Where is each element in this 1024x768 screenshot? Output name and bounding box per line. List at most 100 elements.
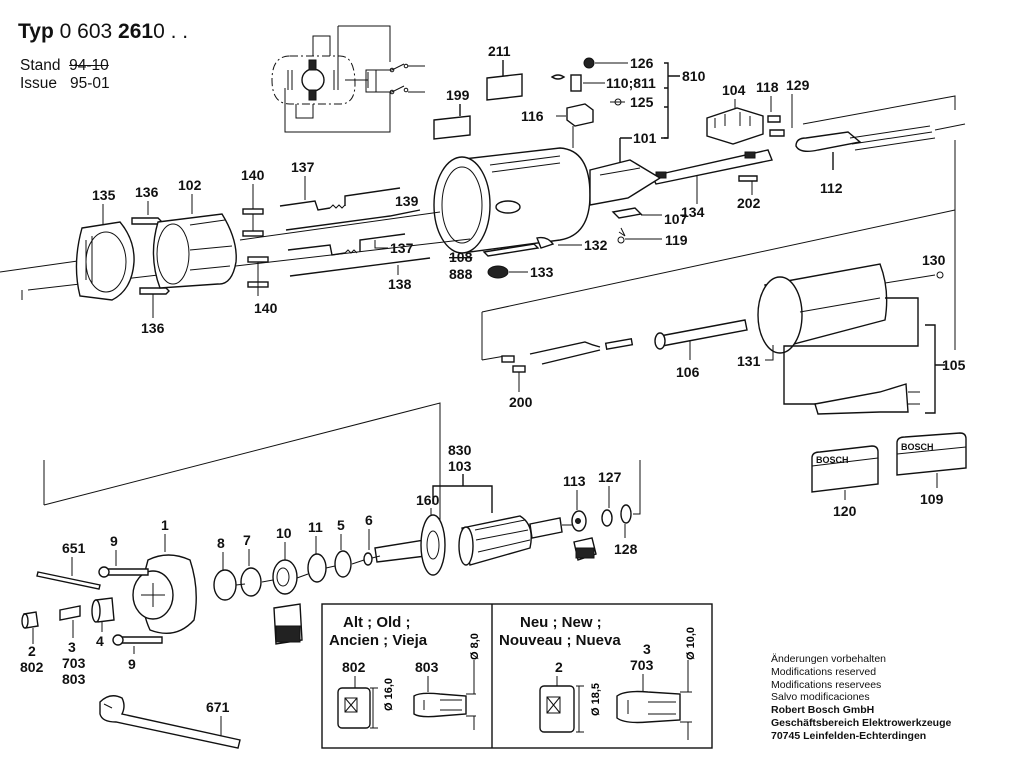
new-collet-part-line2: 703 — [630, 657, 654, 673]
part-number-810: 810 — [682, 68, 706, 84]
part-number-7: 7 — [243, 532, 251, 548]
part-number-125: 125 — [630, 94, 654, 110]
old-title-line2: Ancien ; Vieja — [329, 632, 428, 649]
part-number-129: 129 — [786, 77, 810, 93]
part-number-9-bottom: 9 — [128, 656, 136, 672]
part-number-211: 211 — [488, 43, 511, 59]
collet-comparison-box: Alt ; Old ; Ancien ; Vieja 802 803 Ø 16,… — [321, 603, 713, 749]
wiring-schematic — [271, 25, 425, 133]
footer-line-fr: Modifications reservees — [771, 678, 882, 691]
new-collet-part-line1: 3 — [643, 641, 651, 657]
part-number-109: 109 — [920, 491, 944, 507]
part-number-135: 135 — [92, 187, 116, 203]
part-number-104: 104 — [722, 82, 746, 98]
stand-label: Stand — [20, 57, 61, 74]
part-number-651: 651 — [62, 540, 86, 556]
label-plate-211: 211 — [486, 43, 523, 101]
typ-label: Typ — [18, 20, 54, 43]
issue-value: 95-01 — [69, 75, 110, 92]
footer-line-es: Salvo modificaciones — [771, 691, 870, 704]
stand-value: 94-10 — [69, 57, 109, 74]
part-number-8: 8 — [217, 535, 225, 551]
footer-line-de: Änderungen vorbehalten — [771, 653, 887, 665]
part-number-108: 108 — [449, 249, 473, 265]
power-cord-105: 105 — [783, 297, 966, 415]
new-nut-part-number: 2 — [555, 659, 563, 675]
part-number-139: 139 — [395, 193, 419, 209]
part-number-116: 116 — [521, 108, 544, 124]
issue-row: Issue 95-01 — [20, 75, 110, 93]
terminal-block-104: 104 118 129 — [706, 77, 810, 145]
nameplate-109: BOSCH 109 — [896, 432, 967, 507]
nameplate-120: BOSCH 120 — [811, 445, 879, 519]
bosch-brand-label-120: BOSCH — [816, 455, 849, 465]
part-number-10: 10 — [276, 525, 292, 541]
part-number-140-top: 140 — [241, 167, 265, 183]
part-number-6: 6 — [365, 512, 373, 528]
part-number-136-top: 136 — [135, 184, 159, 200]
part-number-120: 120 — [833, 503, 857, 519]
part-number-119: 119 — [665, 232, 688, 248]
circlips-and-bearings: 6 5 11 10 7 8 — [213, 512, 381, 645]
old-version-panel: Alt ; Old ; Ancien ; Vieja 802 803 Ø 16,… — [329, 614, 481, 730]
type-number-heading: Typ 0 603 2610 . . — [18, 20, 188, 44]
footer-company-name: Robert Bosch GmbH — [771, 704, 875, 717]
nut-collet-2-3-4: 4 3 703 803 2 802 — [20, 597, 115, 687]
screws-136: 136 136 — [131, 184, 170, 336]
part-number-888: 888 — [449, 266, 473, 282]
part-number-110-811: 110;811 — [606, 75, 656, 91]
publisher-footer: Änderungen vorbehalten Modifications res… — [771, 653, 951, 743]
part-number-137-top: 137 — [291, 159, 315, 175]
wires-137-139-138: 137 139 137 138 — [279, 159, 431, 292]
new-nut-diameter: Ø 18,5 — [590, 683, 602, 716]
bearing-113: 113 — [563, 473, 597, 561]
part-number-2: 2 — [28, 643, 36, 659]
typ-number-bold: 261 — [118, 20, 154, 43]
part-number-5: 5 — [337, 517, 345, 533]
footer-company-address: 70745 Leinfelden-Echterdingen — [771, 729, 927, 742]
part-number-113: 113 — [563, 473, 586, 489]
old-title-line1: Alt ; Old ; — [343, 614, 411, 631]
fan-cover-135: 135 — [75, 187, 135, 301]
rings-127-128: 127 128 — [598, 460, 641, 557]
part-number-803: 803 — [62, 671, 86, 687]
screws-9: 9 9 — [98, 533, 163, 672]
footer-line-en: Modifications reserved — [771, 665, 877, 678]
part-number-202: 202 — [737, 195, 761, 211]
housing-small-parts: 107 119 132 108 888 133 — [449, 207, 688, 282]
switch-rod-134: 134 202 — [650, 149, 773, 220]
part-number-105: 105 — [942, 357, 966, 373]
part-number-138: 138 — [388, 276, 412, 292]
part-number-106: 106 — [676, 364, 700, 380]
flange-1: 1 — [132, 517, 197, 634]
brush-holder-112: 112 — [795, 95, 966, 350]
part-number-127: 127 — [598, 469, 622, 485]
part-number-671: 671 — [206, 699, 230, 715]
part-number-802: 802 — [20, 659, 44, 675]
part-number-101: 101 — [633, 130, 657, 146]
typ-suffix: 0 . . — [153, 20, 189, 43]
part-number-140-bottom: 140 — [254, 300, 278, 316]
part-number-200: 200 — [509, 394, 533, 410]
part-number-131: 131 — [737, 353, 761, 369]
label-plate-199: 199 — [433, 87, 471, 140]
part-number-11: 11 — [308, 519, 323, 535]
part-number-118: 118 — [756, 79, 779, 95]
revision-info: Stand 94-10 Issue 95-01 — [20, 57, 110, 93]
motor-housing-101 — [433, 147, 662, 254]
part-number-126: 126 — [630, 55, 654, 71]
brushes-140: 140 140 — [241, 167, 278, 316]
part-number-160: 160 — [416, 492, 440, 508]
new-title-line1: Neu ; New ; — [520, 614, 602, 631]
new-title-line2: Nouveau ; Nueva — [499, 632, 621, 649]
old-collet-part-number: 803 — [415, 659, 439, 675]
part-number-130: 130 — [922, 252, 946, 268]
switch-assembly-810: 126 110;811 125 116 810 101 — [521, 55, 706, 165]
footer-company-division: Geschäftsbereich Elektrowerkzeuge — [771, 716, 952, 729]
part-number-112: 112 — [820, 180, 843, 196]
part-number-136-bottom: 136 — [141, 320, 165, 336]
old-collet-diameter: Ø 8,0 — [469, 633, 481, 660]
part-number-134: 134 — [681, 204, 705, 220]
wrench-671: 671 — [99, 695, 241, 749]
